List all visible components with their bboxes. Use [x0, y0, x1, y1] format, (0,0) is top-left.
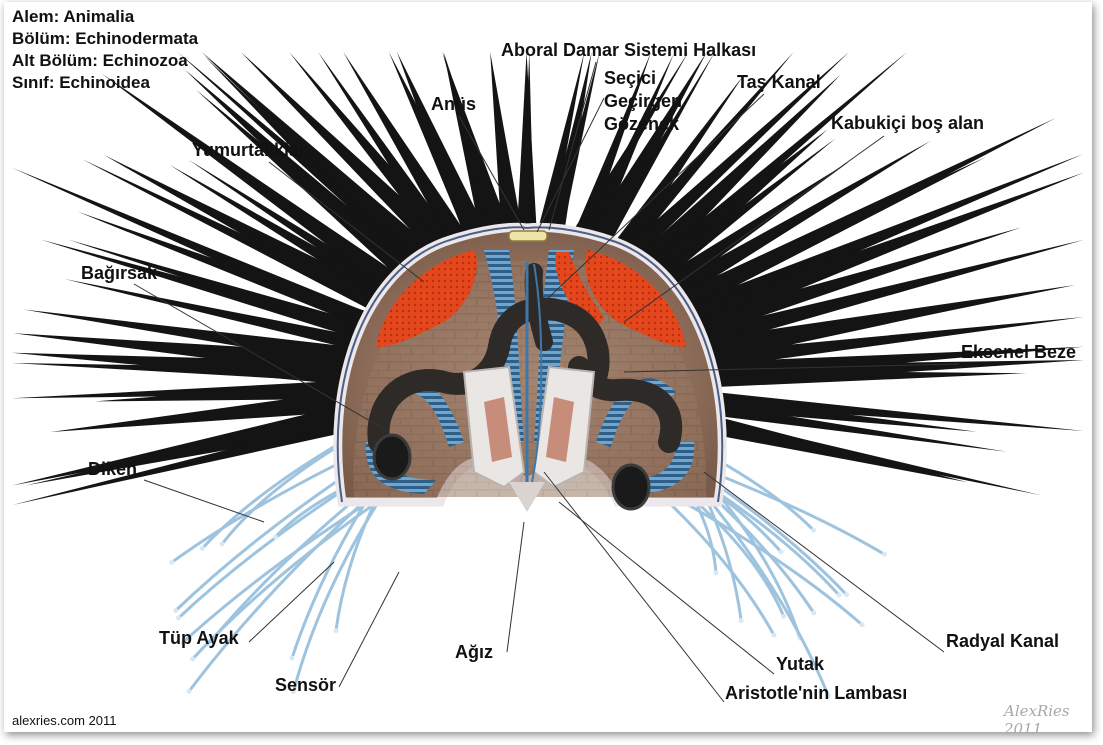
artist-signature: AlexRies 2011 — [1004, 702, 1092, 732]
taxonomy-subphylum: Alt Bölüm: Echinozoa — [12, 50, 188, 72]
spine — [517, 52, 537, 237]
label-radial-canal: Radyal Kanal — [946, 631, 1059, 652]
tube-foot-tip — [811, 610, 816, 615]
spine — [693, 412, 967, 483]
credit-site: alexries.com 2011 — [12, 713, 117, 728]
label-coelom: Kabukiçi boş alan — [831, 113, 984, 134]
tube-foot-tip — [739, 618, 744, 623]
tube-foot-tip — [779, 549, 784, 554]
label-sensor: Sensör — [275, 675, 336, 696]
tube-foot-tip — [811, 528, 816, 533]
tube-foot-tip — [714, 570, 719, 575]
tube-foot-tip — [176, 615, 181, 620]
leader-line — [559, 502, 774, 674]
label-pharynx: Yutak — [776, 654, 824, 675]
leader-line — [339, 572, 399, 687]
label-madreporite-3: Gözenek — [604, 114, 679, 135]
tube-foot-tip — [860, 622, 865, 627]
label-anus: Anüs — [431, 94, 476, 115]
tube-foot — [678, 499, 862, 625]
label-lantern: Aristotle'nin Lambası — [725, 683, 907, 704]
leader-line — [704, 472, 944, 652]
tube-foot-tip — [273, 534, 278, 539]
tube-foot-tip — [882, 552, 887, 557]
sea-urchin-illustration — [4, 2, 1092, 732]
label-intestine: Bağırsak — [81, 263, 157, 284]
leader-line — [144, 480, 264, 522]
tube-foot-tip — [220, 542, 225, 547]
diagram-canvas: Alem: Animalia Bölüm: Echinodermata Alt … — [4, 2, 1092, 732]
label-tube-foot: Tüp Ayak — [159, 628, 239, 649]
taxonomy-class: Sınıf: Echinoidea — [12, 72, 150, 94]
label-stone-canal: Taş Kanal — [737, 72, 821, 93]
label-aboral-ring: Aboral Damar Sistemi Halkası — [501, 40, 756, 61]
tube-foot-tip — [169, 560, 174, 565]
leader-line — [507, 522, 524, 652]
label-gonads: Yumurtalıklar — [192, 140, 306, 161]
spine — [702, 370, 1027, 388]
tube-foot-tip — [771, 633, 776, 638]
tube-foot-tip — [781, 614, 786, 619]
taxonomy-phylum: Bölüm: Echinodermata — [12, 28, 198, 50]
tube-foot-tip — [186, 689, 191, 694]
tube-foot-tip — [173, 608, 178, 613]
taxonomy-kingdom: Alem: Animalia — [12, 6, 134, 28]
tube-foot — [293, 486, 388, 691]
tube-foot — [183, 485, 396, 642]
label-axial-gland: Eksenel Beze — [961, 342, 1076, 363]
label-spine: Diken — [88, 459, 137, 480]
label-madreporite-2: Geçirgen — [604, 91, 682, 112]
tube-foot-tip — [837, 593, 842, 598]
label-mouth: Ağız — [455, 642, 493, 663]
tube-foot-tip — [290, 656, 295, 661]
tube-foot-tip — [190, 656, 195, 661]
tube-foot-tip — [333, 628, 338, 633]
madreporite-plate — [509, 231, 547, 241]
tube-foot-tip — [200, 546, 205, 551]
tube-foot-tip — [844, 592, 849, 597]
label-madreporite-1: Seçici — [604, 68, 656, 89]
